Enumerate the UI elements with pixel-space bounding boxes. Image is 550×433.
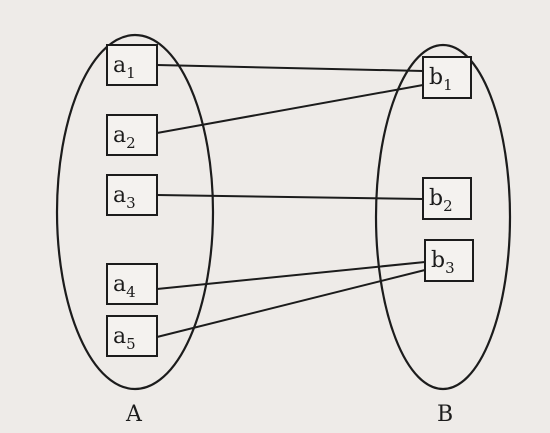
element-box (106, 315, 158, 357)
element-box (422, 177, 472, 220)
element-label: a5 (113, 324, 136, 353)
set-b-ellipse (374, 43, 512, 391)
set-b-label: B (437, 402, 453, 427)
element-label: b2 (429, 186, 453, 215)
element-box (424, 239, 474, 282)
link-a4-b3 (156, 261, 426, 290)
set-a-label: A (125, 402, 143, 427)
set-a-element: a2 (106, 114, 158, 156)
element-box (106, 174, 158, 216)
set-b-element: b3 (424, 239, 474, 282)
link-a3-b2 (156, 194, 424, 200)
element-label: a4 (113, 272, 136, 301)
set-b-element: b2 (422, 177, 472, 220)
element-label: b1 (429, 65, 453, 94)
element-box (106, 114, 158, 156)
set-a-element: a4 (106, 263, 158, 305)
link-a5-b3 (156, 269, 426, 338)
mapping-lines (156, 64, 426, 338)
element-label: b3 (431, 248, 455, 277)
element-label: a2 (113, 123, 136, 152)
set-a-ellipse (55, 33, 215, 391)
set-a-element: a5 (106, 315, 158, 357)
element-box (422, 56, 472, 99)
set-a-element: a1 (106, 44, 158, 86)
set-a-element: a3 (106, 174, 158, 216)
link-a1-b1 (156, 64, 424, 72)
set-b-element: b1 (422, 56, 472, 99)
link-a2-b1 (156, 84, 424, 134)
element-label: a1 (113, 53, 136, 82)
element-box (106, 263, 158, 305)
element-box (106, 44, 158, 86)
element-label: a3 (113, 183, 136, 212)
